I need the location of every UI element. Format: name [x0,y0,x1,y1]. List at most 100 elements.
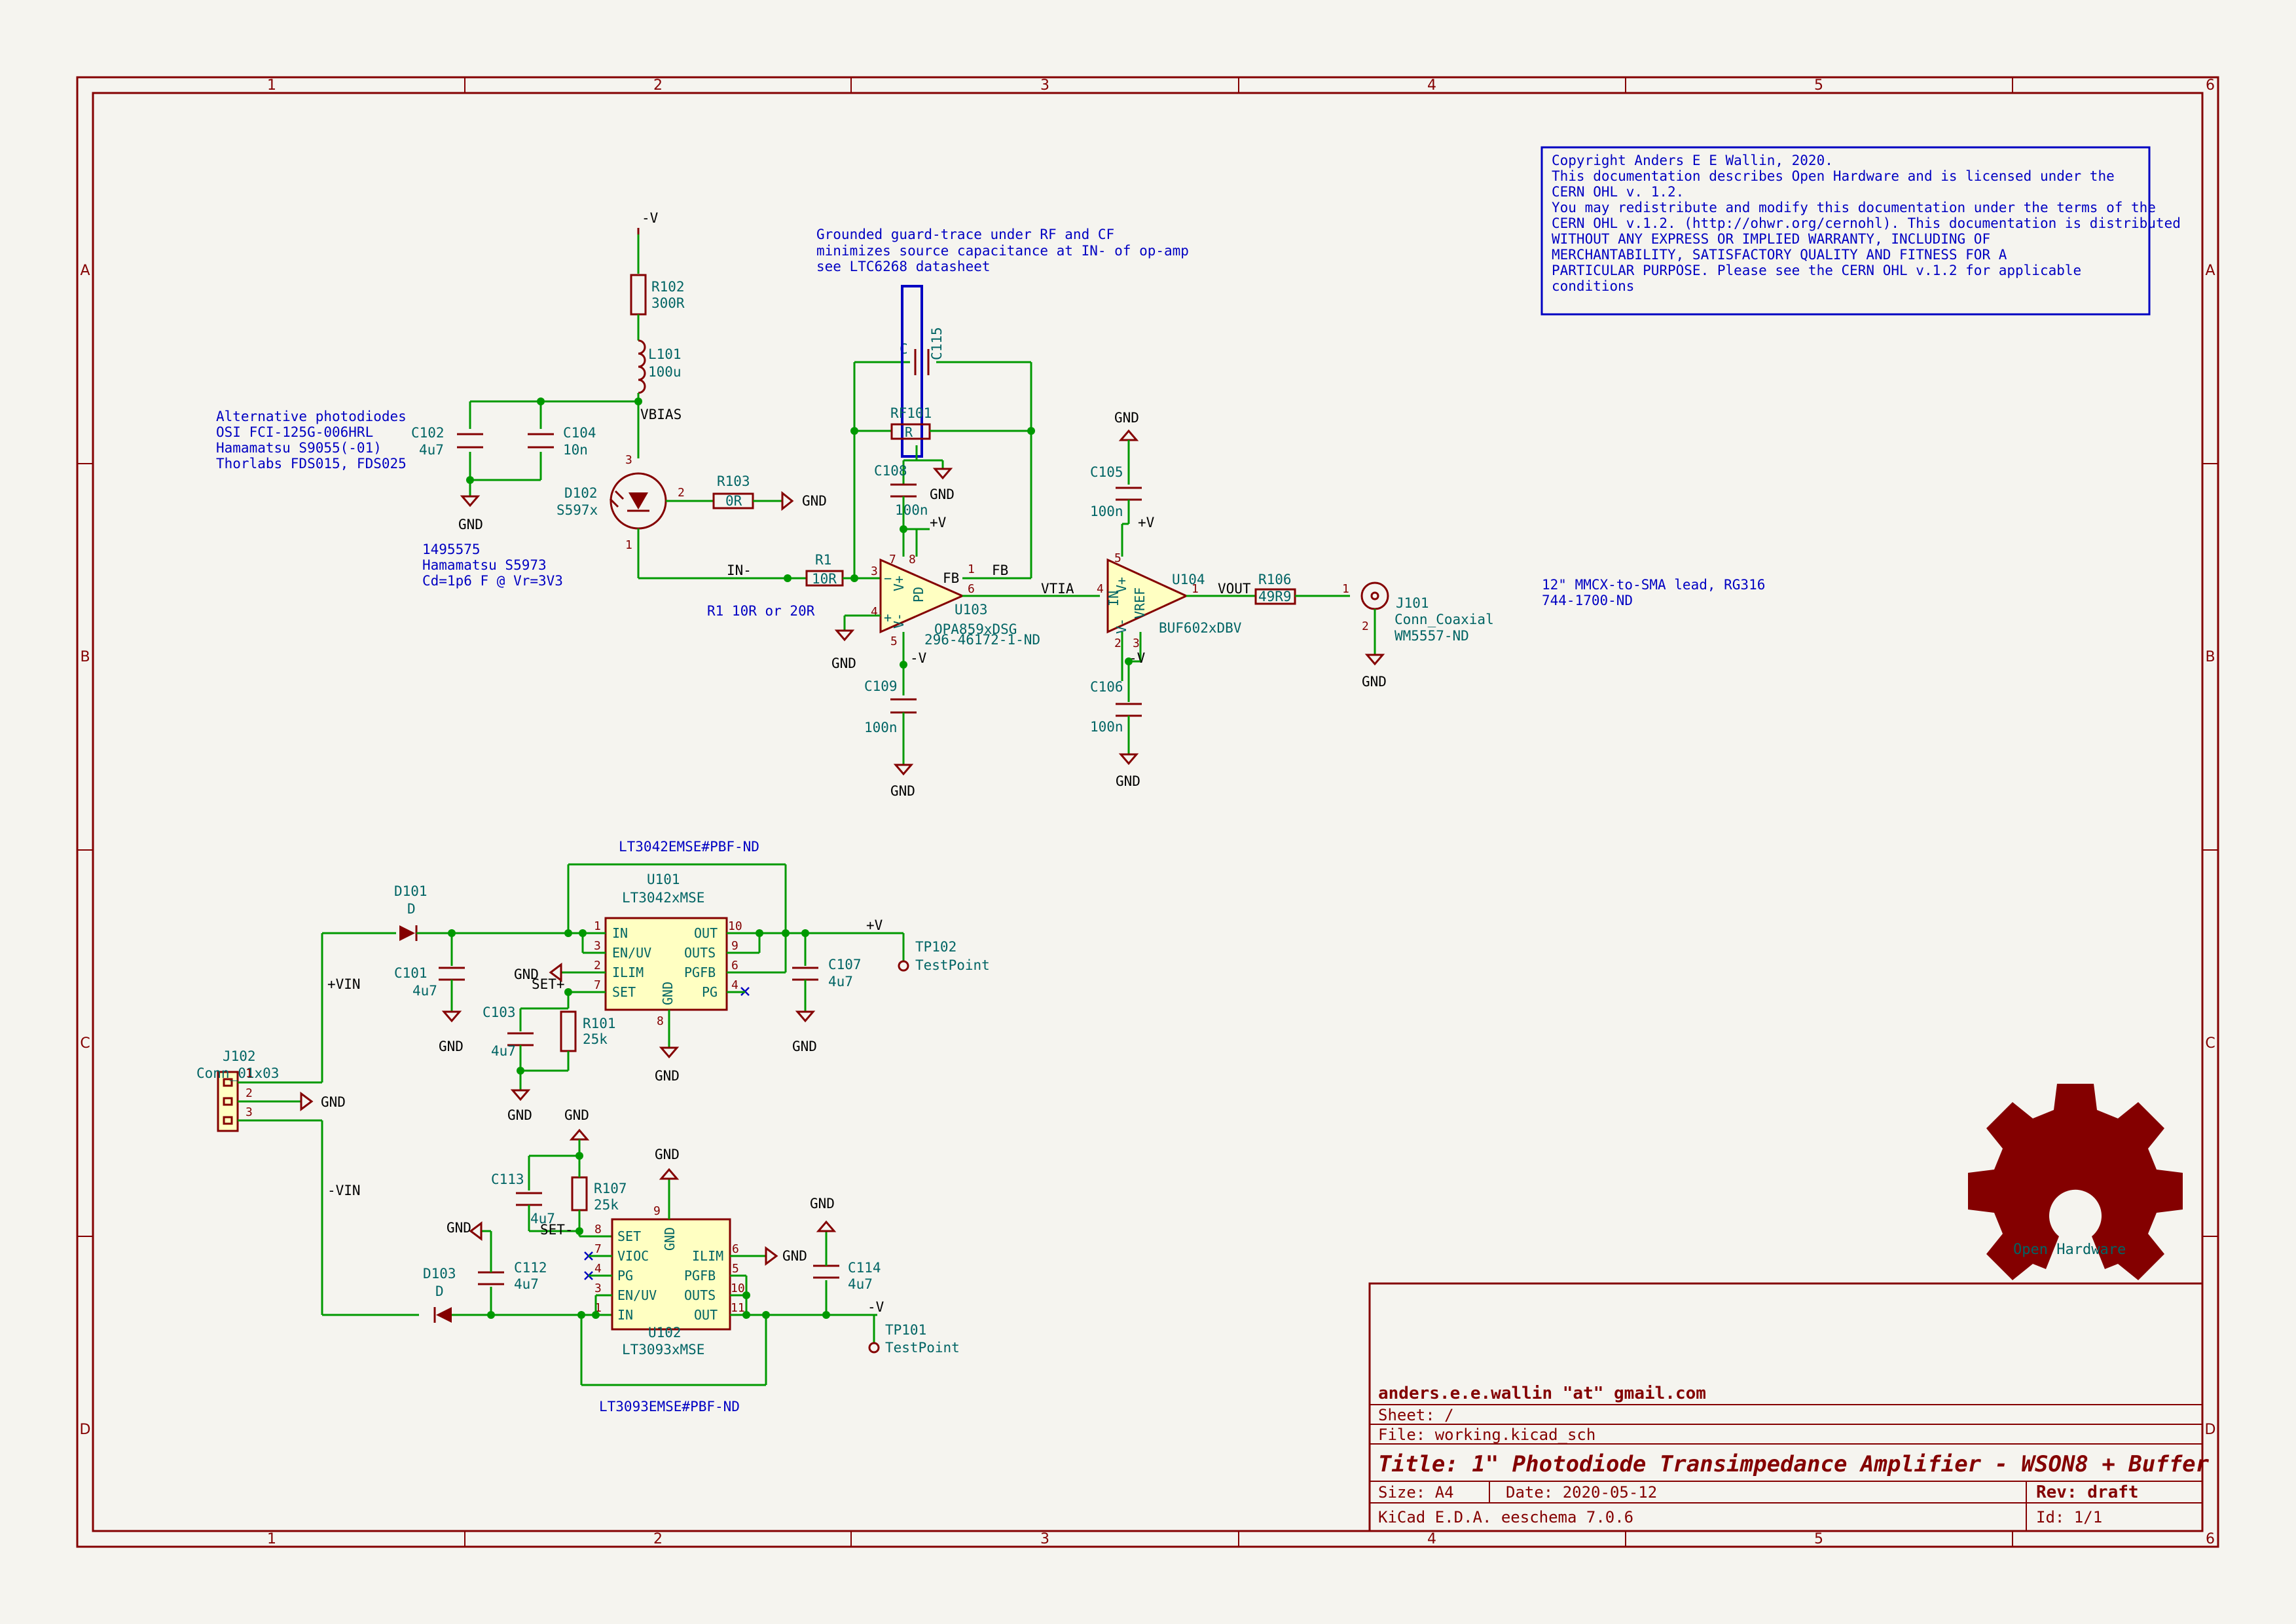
resistor-r102: R102 300R [630,274,685,316]
svg-text:R107: R107 [594,1181,627,1196]
svg-text:GND: GND [662,1227,678,1251]
capacitor-c105: C105 100n [1090,464,1142,519]
col-label-top: 3 [1040,77,1049,94]
svg-text:GND: GND [458,517,483,532]
svg-text:Conn_01x03: Conn_01x03 [196,1065,279,1081]
svg-text:3: 3 [594,1282,602,1295]
svg-text:25k: 25k [583,1031,608,1047]
gnd-r107: GND [564,1107,590,1141]
inductor-l101: L101 100u [638,339,682,394]
svg-text:D102: D102 [564,485,598,501]
net-fb-2: FB [992,563,1008,578]
svg-text:8: 8 [909,553,916,566]
svg-text:SET: SET [612,984,636,1000]
gnd-ilim-u101 [549,963,562,982]
svg-text:2: 2 [1362,619,1369,633]
svg-text:CERN OHL v. 1.2.: CERN OHL v. 1.2. [1552,184,1684,200]
svg-text:10R: 10R [812,571,837,587]
gnd-j101 [1364,654,1385,666]
outer-frame [76,76,2219,1548]
svg-text:V+: V+ [1114,577,1129,593]
svg-text:C101: C101 [394,965,428,981]
svg-text:4: 4 [1097,582,1104,596]
gnd-guard [932,468,953,480]
col-label-bottom: 5 [1814,1531,1823,1547]
gnd-c109 [893,764,914,776]
svg-text:You may redistribute and modif: You may redistribute and modify this doc… [1552,200,2156,215]
col-label-bottom: 3 [1040,1531,1049,1547]
svg-text:9: 9 [731,939,738,953]
svg-text:GND: GND [930,487,955,502]
svg-text:3: 3 [246,1105,253,1119]
row-label-left: D [80,1422,91,1438]
svg-text:IN: IN [1106,591,1121,606]
connector-j102: J102 Conn_01x03 1 2 3 [196,1048,279,1132]
capacitor-c115: C C115 [900,327,945,375]
frame-labels: 1 2 3 4 5 6 1 2 3 4 5 6 A B C D A B C D [80,77,2216,1547]
gnd-c102: GND [458,495,483,532]
svg-text:5: 5 [1114,551,1121,565]
svg-text:OUTS: OUTS [684,1287,716,1303]
regulator-u101: U101 LT3042xMSE IN EN/UV ILIM SET OUT OU… [594,872,742,1028]
net-fb: FB [943,570,959,586]
svg-text:6: 6 [732,1242,739,1256]
svg-text:GND: GND [1362,674,1387,690]
svg-text:10n: 10n [563,442,588,458]
svg-text:12" MMCX-to-SMA lead, RG316: 12" MMCX-to-SMA lead, RG316 [1542,577,1765,593]
gnd-u101 [659,1046,680,1059]
testpoint-tp101: TP101 TestPoint [868,1322,960,1356]
net-vbias: VBIAS [640,407,682,422]
resistor-rf101: R RF101 [890,405,932,440]
svg-text:5: 5 [890,635,898,648]
svg-text:This documentation describes O: This documentation describes Open Hardwa… [1552,168,2115,184]
svg-text:GND: GND [507,1107,532,1123]
svg-text:TestPoint: TestPoint [915,957,990,973]
svg-text:PGFB: PGFB [684,965,716,980]
svg-text:100n: 100n [895,502,928,518]
row-label-right: C [2205,1035,2215,1052]
svg-text:GND: GND [655,1147,680,1162]
svg-text:Alternative photodiodes: Alternative photodiodes [216,409,407,424]
gnd-c101 [441,1010,462,1023]
tb-rev: Rev: draft [2036,1483,2139,1502]
col-label-top: 5 [1814,77,1823,94]
opamp-u103: 3 4 7 8 5 6 1 − + V+ PD V- U103 OPA859xD… [871,553,1040,648]
capacitor-c101: C101 4u7 [394,965,465,999]
svg-text:8: 8 [594,1223,602,1236]
resistor-r107: R107 25k [571,1176,627,1213]
net-set-minus: SET- [540,1222,574,1238]
col-label-top: 4 [1427,77,1436,94]
svg-text:BUF602xDBV: BUF602xDBV [1159,620,1242,636]
svg-text:C114: C114 [848,1260,881,1276]
svg-text:100u: 100u [648,364,682,380]
svg-text:1: 1 [625,538,632,552]
svg-text:R103: R103 [717,473,750,489]
svg-text:4: 4 [871,605,878,619]
svg-text:1: 1 [1192,582,1199,596]
svg-text:100n: 100n [864,720,898,735]
row-label-left: A [80,263,90,279]
row-label-left: B [80,649,90,665]
gnd-r103: GND [781,490,827,511]
resistor-r101: R101 25k [560,1010,616,1052]
testpoint-tp102: TP102 TestPoint [898,939,990,973]
note-r1: R1 10R or 20R [707,603,815,619]
svg-text:4: 4 [594,1262,602,1276]
svg-text:Hamamatsu S9055(-01): Hamamatsu S9055(-01) [216,440,382,456]
svg-text:−: − [884,570,892,586]
svg-text:GND: GND [810,1196,835,1211]
svg-text:3: 3 [594,939,601,953]
svg-text:4u7: 4u7 [419,442,444,458]
svg-text:49R9: 49R9 [1258,589,1292,604]
svg-text:GND: GND [802,493,827,509]
svg-text:3: 3 [625,453,632,467]
gnd-c112 [469,1221,483,1241]
svg-text:5: 5 [732,1262,739,1276]
gnd-c106 [1118,753,1139,766]
svg-text:6: 6 [731,959,738,972]
svg-text:minimizes source capacitance a: minimizes source capacitance at IN- of o… [816,243,1189,259]
capacitor-c108: C108 100n GND [874,460,955,518]
svg-text:C104: C104 [563,425,596,441]
svg-text:C115: C115 [929,327,945,360]
